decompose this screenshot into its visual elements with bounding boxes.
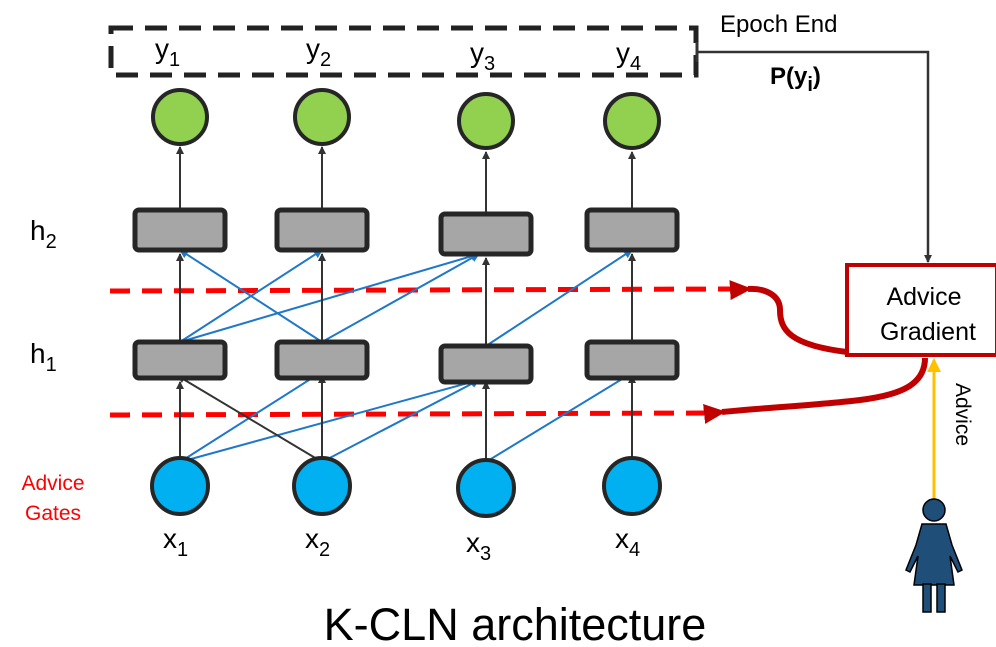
input-node-3 bbox=[456, 458, 516, 518]
advice-gradient-label-1: Advice bbox=[886, 283, 961, 311]
output-label-2: y2 bbox=[306, 33, 331, 71]
layer-label-h2: h2 bbox=[30, 215, 57, 253]
h2-unit-2 bbox=[274, 207, 370, 253]
human-icon bbox=[905, 498, 963, 613]
epoch-end-label: Epoch End bbox=[720, 11, 837, 38]
gradient-arrow-upper bbox=[729, 280, 848, 355]
vertical-connections bbox=[176, 146, 636, 460]
input-label-3: x3 bbox=[466, 527, 491, 565]
h1-to-h2-connections bbox=[179, 249, 633, 347]
h2-unit-3 bbox=[438, 211, 534, 257]
output-node-4 bbox=[603, 92, 661, 150]
diagram-title: K-CLN architecture bbox=[324, 599, 707, 647]
output-node-3 bbox=[457, 92, 515, 150]
gradient-arrow-lower bbox=[703, 357, 928, 424]
input-to-h1-dark-cross bbox=[177, 375, 323, 463]
output-label-3: y3 bbox=[470, 37, 495, 75]
advice-gradient-box bbox=[845, 263, 996, 357]
advice-gates-label: Advice bbox=[21, 472, 84, 495]
h1-unit-4 bbox=[584, 339, 680, 381]
h2-unit-4 bbox=[584, 207, 680, 253]
output-dashed-box bbox=[108, 25, 699, 78]
output-label-1: y1 bbox=[155, 33, 180, 71]
input-node-2 bbox=[292, 456, 352, 516]
input-to-h1-connections bbox=[179, 372, 633, 463]
input-label-4: x4 bbox=[615, 523, 640, 561]
gate-line-lower bbox=[109, 410, 707, 418]
h1-unit-2 bbox=[274, 339, 370, 381]
h1-unit-3 bbox=[438, 343, 534, 385]
advice-gates-label-2: Gates bbox=[25, 502, 81, 525]
advice-gradient-label-2: Gradient bbox=[880, 318, 976, 346]
input-label-1: x1 bbox=[163, 523, 188, 561]
layer-label-h1: h1 bbox=[30, 338, 57, 376]
output-node-1 bbox=[151, 88, 209, 146]
probability-label: P(yi) bbox=[770, 63, 821, 96]
input-node-1 bbox=[150, 456, 210, 516]
output-label-4: y4 bbox=[616, 37, 641, 75]
gate-line-upper bbox=[109, 286, 733, 294]
input-node-4 bbox=[602, 456, 662, 516]
h1-unit-1 bbox=[132, 339, 228, 381]
output-node-2 bbox=[293, 88, 351, 146]
input-label-2: x2 bbox=[305, 523, 330, 561]
h2-unit-1 bbox=[132, 207, 228, 253]
advice-arrow-label: Advice bbox=[951, 383, 974, 446]
epoch-end-connector bbox=[697, 50, 932, 263]
